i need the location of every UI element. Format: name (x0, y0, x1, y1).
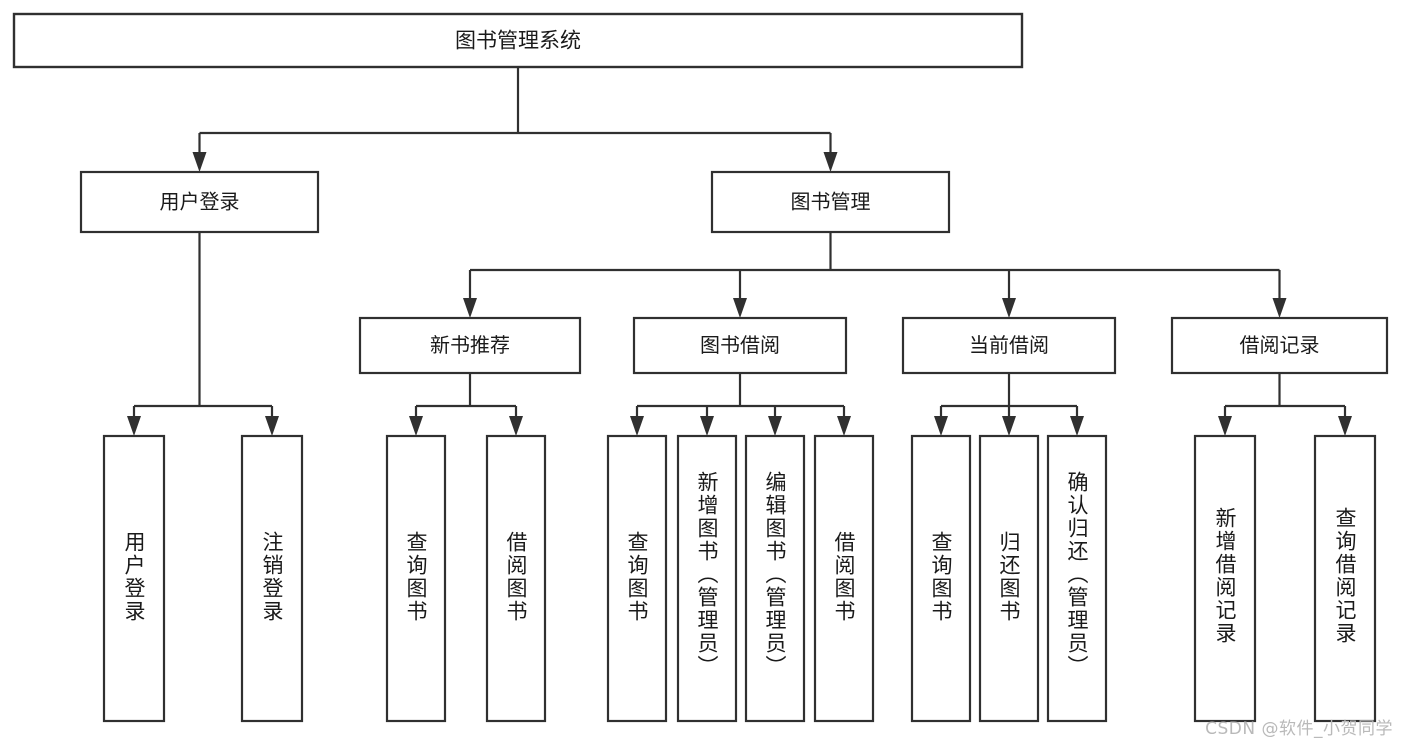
root-system-label: 图书管理系统 (455, 29, 581, 53)
level1-0-arrowhead (192, 152, 207, 172)
level1-0-label: 用户登录 (160, 190, 240, 214)
level2-3-label: 借阅记录 (1240, 333, 1320, 357)
watermark-text: CSDN @软件_小贺同学 (1205, 719, 1393, 739)
level2-0-box[interactable] (358, 316, 582, 375)
boxes-layer (12, 12, 1389, 723)
level2-3-arrowhead (1272, 298, 1287, 318)
leaf-9-arrowhead (1002, 416, 1016, 436)
leaf-1-arrowhead (265, 416, 279, 436)
level2-2-arrowhead (1002, 298, 1016, 318)
level2-2-box[interactable] (901, 316, 1117, 375)
leaf-7-box[interactable] (813, 434, 875, 723)
level1-1-arrowhead (823, 152, 838, 172)
leaf-0-arrowhead (127, 416, 141, 436)
leaf-6-arrowhead (768, 416, 782, 436)
leaf-9-box[interactable] (978, 434, 1040, 723)
leaf-2-box[interactable] (385, 434, 447, 723)
leaf-0-box[interactable] (102, 434, 166, 723)
leaf-3-box[interactable] (485, 434, 547, 723)
leaf-6-box[interactable] (744, 434, 806, 723)
leaf-12-arrowhead (1338, 416, 1352, 436)
root-system-box[interactable] (12, 12, 1024, 69)
level1-1-label: 图书管理 (791, 190, 871, 214)
level1-0-box[interactable] (79, 170, 320, 234)
leaf-1-box[interactable] (240, 434, 304, 723)
leaf-12-box[interactable] (1313, 434, 1377, 723)
level2-1-label: 图书借阅 (700, 333, 780, 357)
leaf-3-arrowhead (509, 416, 523, 436)
leaf-10-arrowhead (1070, 416, 1084, 436)
leaf-8-box[interactable] (910, 434, 972, 723)
leaf-10-box[interactable] (1046, 434, 1108, 723)
leaf-7-arrowhead (837, 416, 851, 436)
leaf-4-box[interactable] (606, 434, 668, 723)
leaf-5-box[interactable] (676, 434, 738, 723)
level2-0-arrowhead (463, 298, 477, 318)
level1-1-box[interactable] (710, 170, 951, 234)
level2-0-label: 新书推荐 (430, 333, 510, 357)
level2-2-label: 当前借阅 (969, 333, 1049, 357)
leaf-4-arrowhead (630, 416, 644, 436)
level2-1-box[interactable] (632, 316, 848, 375)
leaf-2-arrowhead (409, 416, 423, 436)
leaf-8-arrowhead (934, 416, 948, 436)
connectors-layer (127, 67, 1352, 436)
level2-3-box[interactable] (1170, 316, 1389, 375)
leaf-11-box[interactable] (1193, 434, 1257, 723)
leaf-5-arrowhead (700, 416, 714, 436)
level2-1-arrowhead (733, 298, 747, 318)
leaf-11-arrowhead (1218, 416, 1232, 436)
